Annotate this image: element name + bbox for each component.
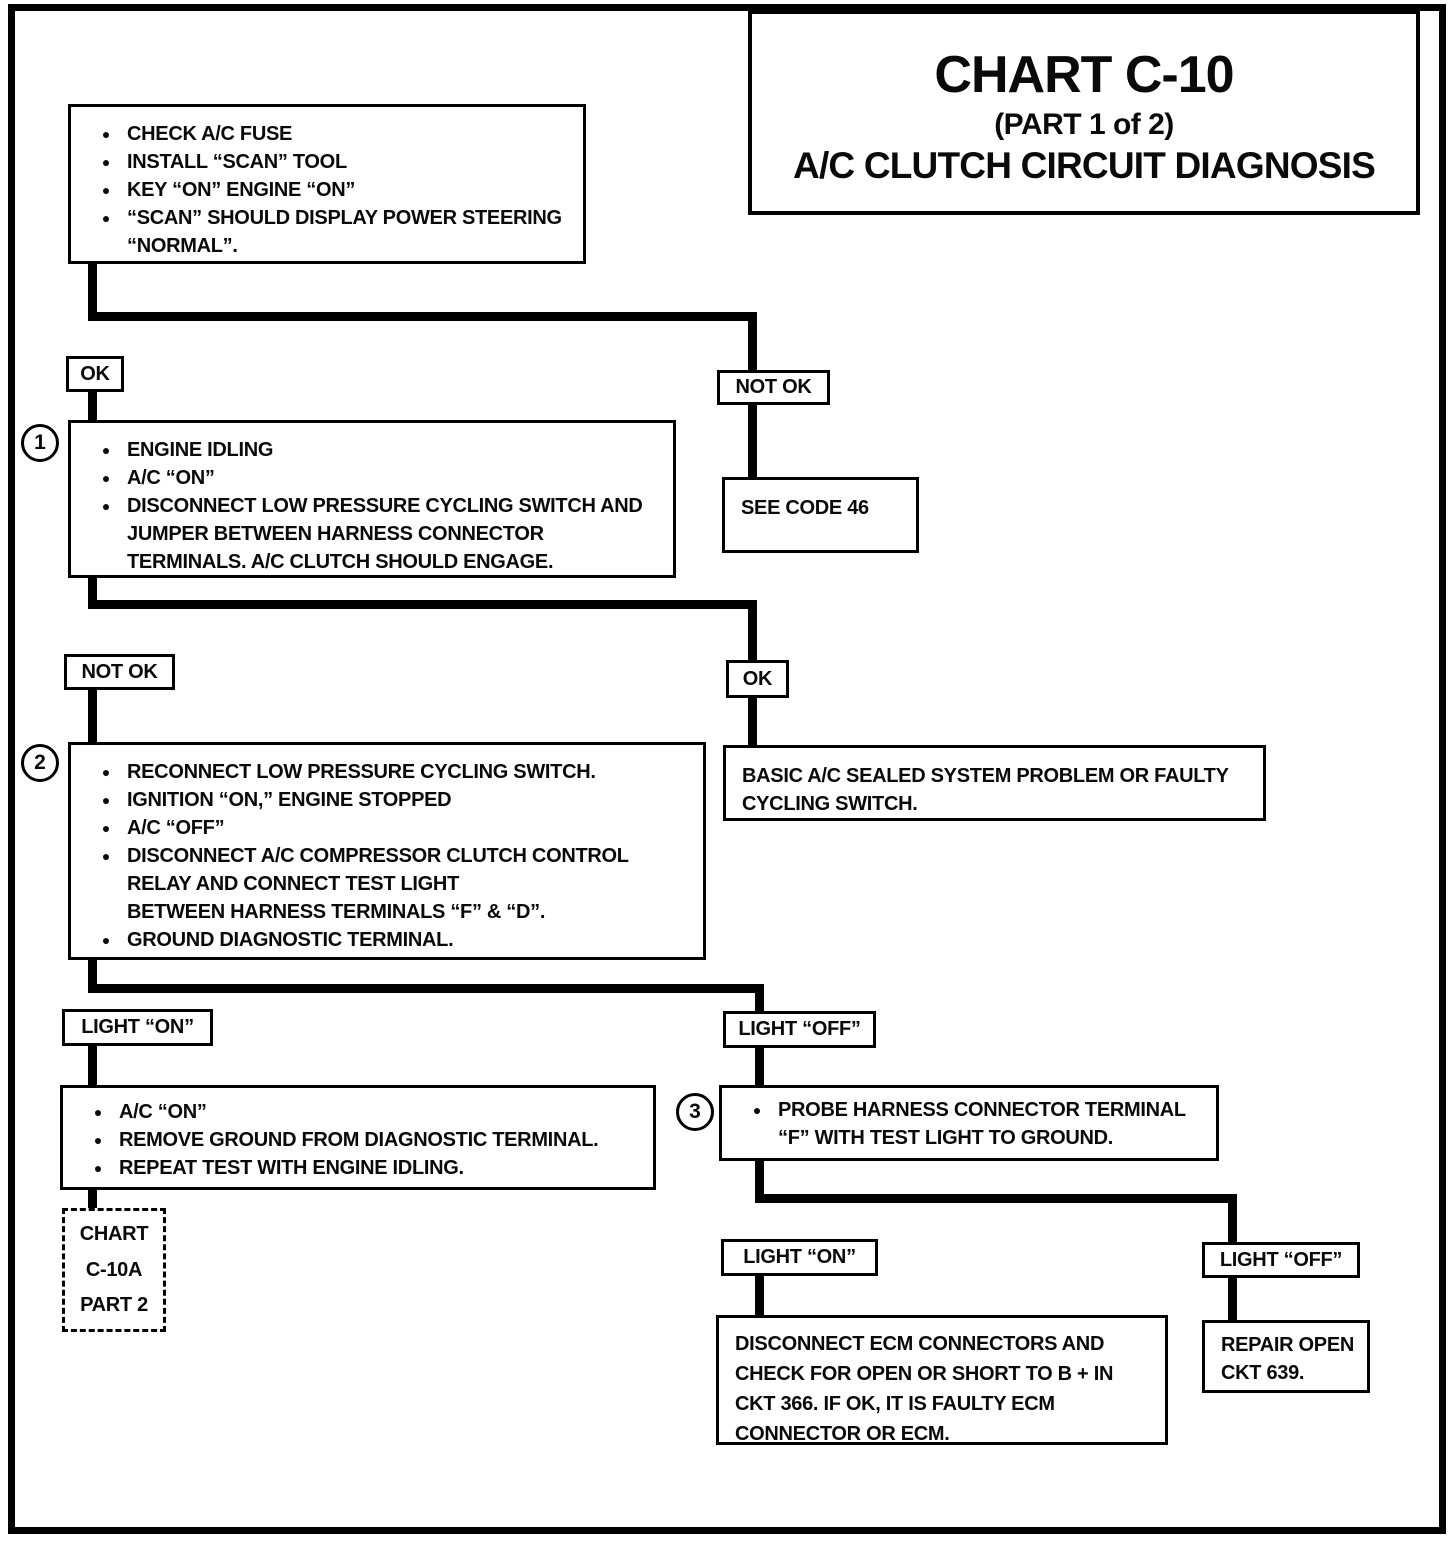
retest-box: ● A/C “ON” ● REMOVE GROUND FROM DIAGNOSTIC… <box>60 1085 656 1190</box>
chart-ref-line: PART 2 <box>80 1293 148 1316</box>
step-number: 1 <box>34 431 46 454</box>
bullet-icon: ● <box>101 126 111 142</box>
connector-line <box>748 312 757 374</box>
basic-problem-box: BASIC A/C SEALED SYSTEM PROBLEM OR FAULT… <box>723 745 1266 821</box>
start-step-box: ● CHECK A/C FUSE ● INSTALL “SCAN” TOOL ● KE… <box>68 104 586 264</box>
branch-label-light-on: LIGHT “ON” <box>721 1239 878 1276</box>
bullet-icon: ● <box>101 210 111 226</box>
basic-problem-text: BASIC A/C SEALED SYSTEM PROBLEM OR FAULT… <box>742 765 1229 815</box>
connector-line <box>755 1158 764 1203</box>
connector-line <box>88 262 97 320</box>
connector-line <box>1228 1194 1237 1246</box>
branch-label-ok: OK <box>66 356 124 392</box>
ecm-check-text: DISCONNECT ECM CONNECTORS AND CHECK FOR … <box>735 1333 1114 1445</box>
see-code-46-box: SEE CODE 46 <box>722 477 919 553</box>
bullet-icon: ● <box>101 932 111 948</box>
connector-line <box>755 984 764 1014</box>
bullet-icon: ● <box>101 498 111 514</box>
step1-item: A/C “ON” <box>127 467 215 489</box>
step-number-badge: 1 <box>21 424 59 462</box>
bullet-icon: ● <box>752 1102 762 1118</box>
branch-label-light-off: LIGHT “OFF” <box>1202 1242 1360 1278</box>
connector-line <box>755 1046 764 1088</box>
step2-box: ●RECONNECT LOW PRESSURE CYCLING SWITCH. … <box>68 742 706 960</box>
bullet-icon: ● <box>101 820 111 836</box>
retest-item: A/C “ON” <box>119 1101 207 1123</box>
bullet-icon: ● <box>101 792 111 808</box>
bullet-icon: ● <box>93 1104 103 1120</box>
connector-line <box>88 312 757 321</box>
branch-label-ok: OK <box>726 660 789 698</box>
connector-line <box>748 402 757 478</box>
retest-item: REPEAT TEST WITH ENGINE IDLING. <box>119 1157 464 1179</box>
bullet-icon: ● <box>101 182 111 198</box>
bullet-icon: ● <box>101 470 111 486</box>
step2-item: IGNITION “ON,” ENGINE STOPPED <box>127 789 452 811</box>
repair-ckt639-text: REPAIR OPEN CKT 639. <box>1221 1334 1355 1384</box>
step-number-badge: 3 <box>676 1093 714 1131</box>
bullet-icon: ● <box>101 442 111 458</box>
start-step-item: KEY “ON” ENGINE “ON” <box>127 179 356 201</box>
connector-line <box>755 1194 1237 1203</box>
chart-title: CHART C-10 <box>934 45 1234 104</box>
connector-line <box>88 1044 97 1088</box>
bullet-icon: ● <box>93 1132 103 1148</box>
step2-item: A/C “OFF” <box>127 817 225 839</box>
chart-part-subtitle: (PART 1 of 2) <box>994 107 1174 141</box>
step3-item: PROBE HARNESS CONNECTOR TERMINAL “F” WIT… <box>778 1099 1186 1149</box>
see-code-46-text: SEE CODE 46 <box>741 497 869 519</box>
chart-title-box: CHART C-10 (PART 1 of 2) A/C CLUTCH CIRC… <box>748 10 1420 215</box>
connector-line <box>88 1188 97 1211</box>
step2-item: GROUND DIAGNOSTIC TERMINAL. <box>127 929 454 951</box>
branch-label-light-off: LIGHT “OFF” <box>723 1011 876 1048</box>
ecm-check-box: DISCONNECT ECM CONNECTORS AND CHECK FOR … <box>716 1315 1168 1445</box>
connector-line <box>748 696 757 748</box>
step-number-badge: 2 <box>21 744 59 782</box>
bullet-icon: ● <box>101 154 111 170</box>
start-step-item: INSTALL “SCAN” TOOL <box>127 151 347 173</box>
step1-item: ENGINE IDLING <box>127 439 274 461</box>
bullet-icon: ● <box>101 848 111 864</box>
retest-item: REMOVE GROUND FROM DIAGNOSTIC TERMINAL. <box>119 1129 599 1151</box>
chart-ref-line: CHART <box>79 1223 149 1246</box>
start-step-item: CHECK A/C FUSE <box>127 123 293 145</box>
branch-label-not-ok: NOT OK <box>717 370 830 405</box>
step1-box: ● ENGINE IDLING ● A/C “ON” ● DISCONNECT LOW… <box>68 420 676 578</box>
connector-line <box>88 688 97 745</box>
step1-item: DISCONNECT LOW PRESSURE CYCLING SWITCH A… <box>127 495 643 573</box>
connector-line <box>88 984 764 993</box>
step3-box: ● PROBE HARNESS CONNECTOR TERMINAL “F” WI… <box>719 1085 1219 1161</box>
connector-line <box>88 958 97 993</box>
connector-line <box>755 1274 764 1318</box>
connector-line <box>1228 1276 1237 1324</box>
connector-line <box>88 390 97 423</box>
repair-ckt639-box: REPAIR OPEN CKT 639. <box>1202 1320 1370 1393</box>
branch-label-light-on: LIGHT “ON” <box>62 1009 213 1046</box>
step2-item: RECONNECT LOW PRESSURE CYCLING SWITCH. <box>127 761 596 783</box>
connector-line <box>748 600 757 663</box>
start-step-item: “SCAN” SHOULD DISPLAY POWER STEERING “NO… <box>127 207 562 257</box>
chart-subject-subtitle: A/C CLUTCH CIRCUIT DIAGNOSIS <box>793 144 1376 186</box>
page-border <box>8 4 1446 1534</box>
step2-item: DISCONNECT A/C COMPRESSOR CLUTCH CONTROL… <box>127 845 629 923</box>
bullet-icon: ● <box>101 764 111 780</box>
connector-line <box>88 576 97 609</box>
branch-label-not-ok: NOT OK <box>64 654 175 690</box>
connector-line <box>88 600 757 609</box>
chart-c10a-reference-box: CHART C-10A PART 2 <box>62 1208 166 1332</box>
chart-ref-line: C-10A <box>85 1258 143 1281</box>
bullet-icon: ● <box>93 1160 103 1176</box>
step-number: 2 <box>34 751 46 774</box>
step-number: 3 <box>689 1100 701 1123</box>
